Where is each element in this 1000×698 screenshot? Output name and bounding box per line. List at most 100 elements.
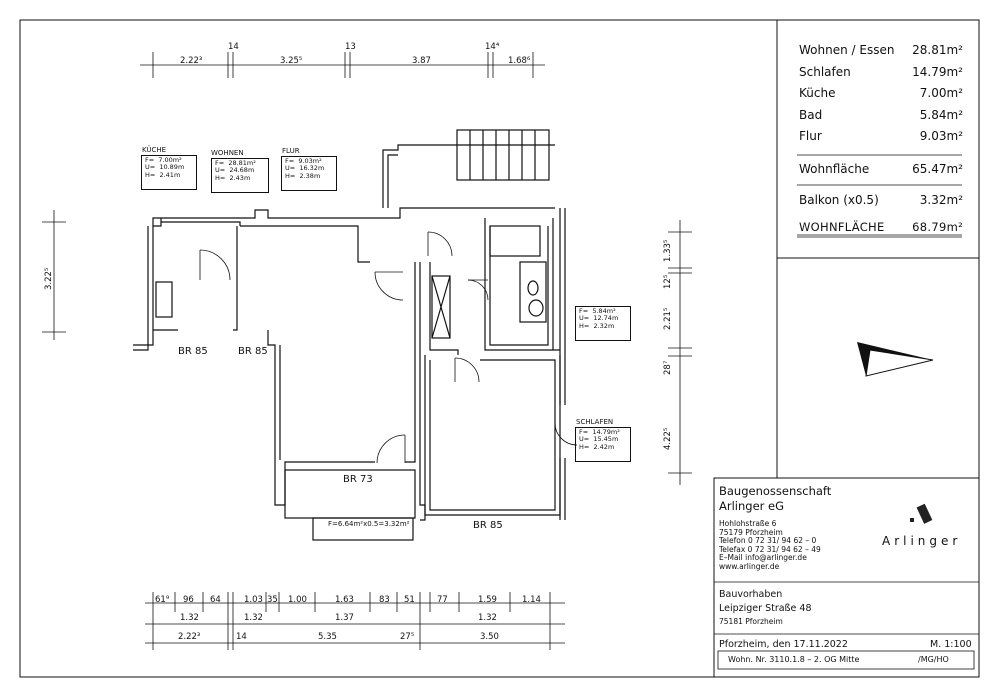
dimension-text: 1.68⁶ [508, 56, 531, 66]
area-name: Schlafen [799, 65, 851, 79]
dimension-text: 1.00 [288, 595, 307, 605]
room-area: F= 14.79m² [579, 428, 620, 436]
company-address: Hohlohstraße 6 75179 Pforzheim Telefon 0… [719, 519, 821, 572]
area-value: 68.79m² [912, 220, 963, 234]
dimension-text: 1.33⁵ [663, 239, 673, 262]
project-street: Leipziger Straße 48 [719, 603, 812, 614]
room-height: H= 2.38m [285, 171, 321, 180]
arlinger-logo-icon [910, 503, 933, 524]
opening-label: BR 85 [473, 520, 503, 531]
area-value: 7.00m² [919, 86, 963, 100]
room-height: H= 2.42m [579, 442, 615, 451]
area-value: 5.84m² [919, 108, 963, 122]
area-row-wohnflaeche: Wohnfläche 65.47m² [799, 162, 963, 176]
room-title-flur: FLUR [282, 147, 300, 155]
area-name: Bad [799, 108, 823, 122]
area-row-total: WOHNFLÄCHE 68.79m² [799, 220, 963, 234]
dimension-text: 28⁷ [663, 360, 673, 375]
dimension-text: 83 [379, 595, 390, 605]
unit-number: Wohn. Nr. 3110.1.8 – 2. OG Mitte [728, 655, 860, 664]
company-name-line2: Arlinger eG [719, 499, 785, 513]
room-perimeter: U= 24.68m [215, 166, 255, 175]
room-area: F= 9.03m² [285, 157, 322, 165]
dimension-text: 61⁹ [155, 595, 170, 605]
address-line: Hohlohstraße 6 [719, 519, 777, 528]
bottom-dimension-chain [145, 592, 565, 650]
dimension-text: 14 [228, 42, 239, 52]
top-dimension-chain [140, 52, 545, 78]
opening-label: BR 85 [178, 346, 208, 357]
dimension-text: 77 [437, 595, 448, 605]
room-height: H= 2.41m [145, 170, 181, 179]
dimension-text: 1.32 [244, 613, 263, 623]
room-area: F= 7.00m² [145, 156, 182, 164]
balcony-area-label: F=6.64m²x0.5=3.32m² [328, 520, 410, 528]
area-name: Flur [799, 129, 822, 143]
dimension-text: 35 [267, 595, 278, 605]
project-label: Bauvorhaben [719, 589, 783, 600]
dimension-text: 2.22³ [178, 632, 201, 642]
area-row-kueche: Küche 7.00m² [799, 86, 963, 100]
area-row-schlafen: Schlafen 14.79m² [799, 65, 963, 79]
company-name-line1: Baugenossenschaft [719, 484, 832, 498]
dimension-text: 1.32 [180, 613, 199, 623]
area-value: 14.79m² [912, 65, 963, 79]
room-perimeter: U= 16.32m [285, 164, 325, 173]
dimension-text: 12⁵ [663, 274, 673, 289]
drafter-initials: /MG/HO [918, 655, 949, 664]
area-name: Wohnfläche [799, 162, 870, 176]
area-value: 9.03m² [919, 129, 963, 143]
dimension-text: 1.03 [244, 595, 263, 605]
address-line: www.arlinger.de [719, 561, 780, 571]
opening-label: BR 85 [238, 346, 268, 357]
dimension-text: 4.22⁵ [663, 427, 673, 450]
dimension-text: 51 [404, 595, 415, 605]
room-area: F= 5.84m² [579, 307, 616, 315]
sheet-frame [19, 19, 980, 678]
dimension-text: 27⁵ [400, 632, 415, 642]
address-line: Telefax 0 72 31/ 94 62 – 49 [719, 544, 821, 554]
title-block-frame [713, 477, 980, 678]
room-area: F= 28.81m² [215, 159, 256, 167]
area-row-flur: Flur 9.03m² [799, 129, 963, 143]
logo-wordmark: Arlinger [882, 534, 962, 548]
area-row-wohnen: Wohnen / Essen 28.81m² [799, 43, 963, 57]
dimension-text: 14 [236, 632, 247, 642]
area-name: Küche [799, 86, 836, 100]
address-line: E–Mail info@arlinger.de [719, 553, 807, 563]
right-dimension-chain [668, 220, 692, 485]
address-line: 75179 Pforzheim [719, 527, 783, 537]
left-dimension [42, 210, 66, 340]
dimension-text: 96 [183, 595, 194, 605]
area-row-bad: Bad 5.84m² [799, 108, 963, 122]
dimension-text: 3.50 [480, 632, 499, 642]
drawing-date: Pforzheim, den 17.11.2022 [719, 639, 848, 650]
room-perimeter: U= 10.89m [145, 163, 185, 172]
dimension-text: 1.14 [522, 595, 541, 605]
dimension-text: 1.32 [478, 613, 497, 623]
area-value: 28.81m² [912, 43, 963, 57]
area-name: Wohnen / Essen [799, 43, 895, 57]
dimension-text: 3.22⁵ [44, 267, 54, 290]
room-height: H= 2.43m [215, 173, 251, 182]
area-value: 3.32m² [919, 193, 963, 207]
project-city: 75181 Pforzheim [719, 617, 783, 626]
dimension-text: 1.59 [478, 595, 497, 605]
area-name: Balkon (x0.5) [799, 193, 879, 207]
drawing-scale: M. 1:100 [930, 639, 972, 650]
room-title-kueche: KÜCHE [142, 146, 167, 154]
room-height: H= 2.32m [579, 321, 615, 330]
dimension-text: 14⁴ [485, 42, 500, 52]
room-title-wohnen: WOHNEN [211, 149, 244, 157]
dimension-text: 64 [210, 595, 221, 605]
door-swings [199, 231, 578, 464]
room-perimeter: U= 15.45m [579, 435, 619, 444]
north-arrow-icon [857, 342, 934, 377]
area-value: 65.47m² [912, 162, 963, 176]
